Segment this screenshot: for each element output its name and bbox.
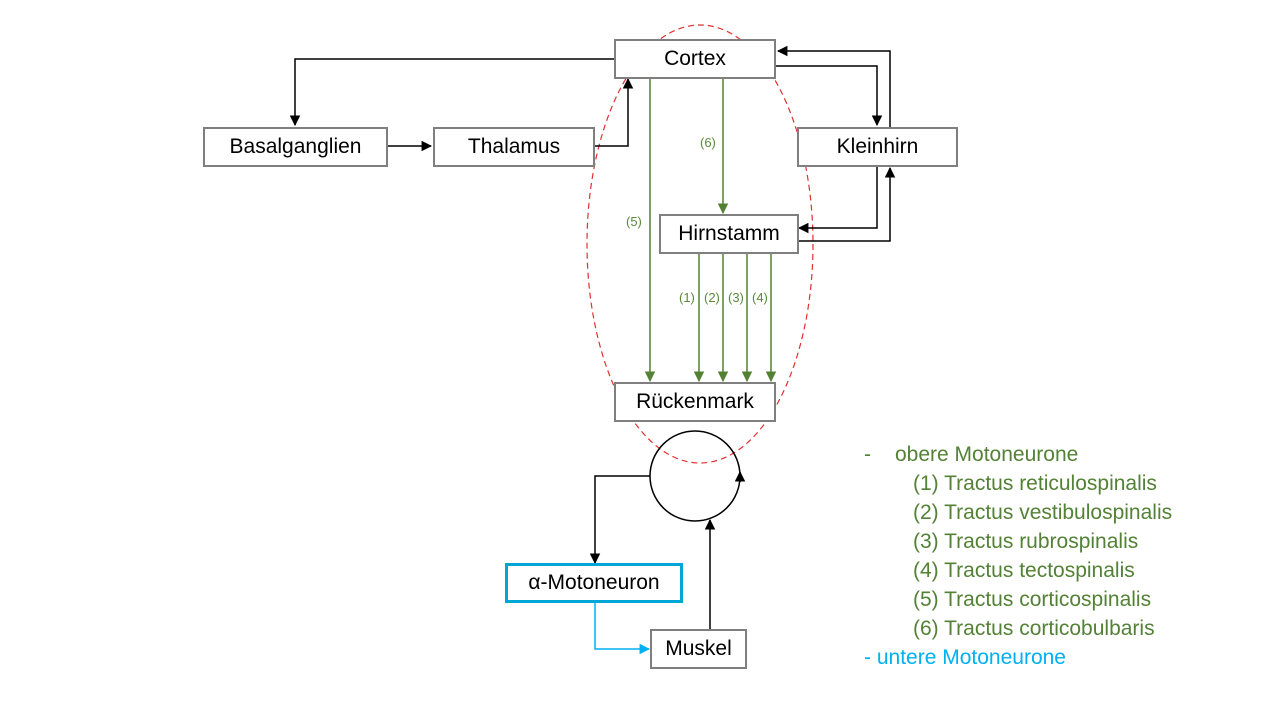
path-label-2: (2) — [704, 290, 720, 305]
legend-lower-title: untere Motoneurone — [876, 646, 1066, 669]
path-label-5: (5) — [626, 214, 642, 229]
path-label-6: (6) — [700, 135, 716, 150]
path-label-4: (4) — [752, 290, 768, 305]
arrow-kleinhirn-to-hirnstamm — [797, 167, 878, 234]
arrow-kleinhirn-to-cortex — [776, 45, 891, 127]
node-cortex: Cortex — [614, 39, 776, 79]
upper-motoneuron-region-ellipse — [586, 24, 814, 464]
legend-upper-motoneurons-heading: - obere Motoneurone — [864, 440, 1172, 469]
node-alpha-motoneuron: α-Motoneuron — [505, 563, 683, 603]
node-rueckenmark: Rückenmark — [614, 382, 776, 422]
node-thalamus: Thalamus — [433, 127, 595, 167]
arrow-cortex-to-kleinhirn — [776, 65, 883, 127]
path-label-3: (3) — [728, 290, 744, 305]
arrow-thalamus-to-cortex — [595, 77, 634, 147]
legend-lower-motoneurons-heading: - untere Motoneurone — [864, 643, 1172, 672]
legend-upper-dash: - — [864, 443, 871, 466]
arrow-cortex-to-basalganglien — [289, 58, 614, 127]
node-hirnstamm: Hirnstamm — [659, 214, 799, 254]
reflex-loop-circle — [649, 430, 741, 522]
node-kleinhirn: Kleinhirn — [797, 127, 958, 167]
path-label-1: (1) — [679, 290, 695, 305]
node-basalganglien: Basalganglien — [203, 127, 388, 167]
legend-item: (1) Tractus reticulospinalis — [913, 472, 1157, 495]
arrow-hirnstamm-to-kleinhirn — [799, 166, 896, 242]
legend-item: (6) Tractus corticobulbaris — [913, 617, 1155, 640]
legend-lower-dash: - — [864, 646, 871, 669]
arrow-loop-to-alpha-motoneuron — [589, 475, 650, 565]
legend-upper-title: obere Motoneurone — [895, 443, 1079, 466]
node-muskel: Muskel — [650, 629, 747, 669]
legend: - obere Motoneurone (1) Tractus reticulo… — [864, 440, 1172, 672]
legend-item: (3) Tractus rubrospinalis — [913, 530, 1139, 553]
legend-item: (5) Tractus corticospinalis — [913, 588, 1152, 611]
legend-item: (4) Tractus tectospinalis — [913, 559, 1135, 582]
blue-arrow-alpha-motoneuron-to-muskel — [594, 603, 651, 655]
legend-item: (2) Tractus vestibulospinalis — [913, 501, 1173, 524]
